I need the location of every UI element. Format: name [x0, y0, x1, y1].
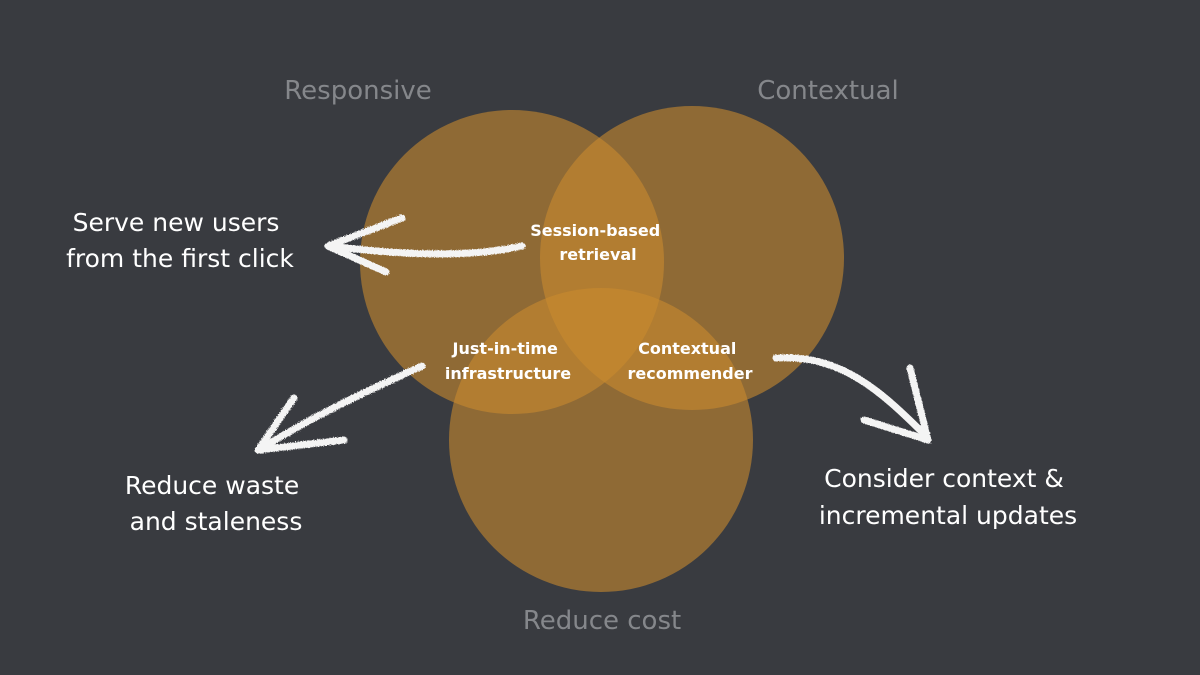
arrow-to-serve-new-users — [324, 214, 526, 276]
label-responsive: Responsive — [284, 76, 431, 106]
outcome-reduce-waste: Reduce waste and staleness — [125, 471, 307, 536]
outcome-serve-new-users: Serve new users from the first click — [66, 208, 294, 273]
arrow-to-reduce-waste — [254, 362, 426, 454]
outcome-consider-context: Consider context & incremental updates — [819, 464, 1077, 530]
label-contextual: Contextual — [757, 76, 899, 106]
overlap-just-in-time: Just-in-time infrastructure — [445, 339, 571, 383]
overlap-contextual-recommender: Contextual recommender — [628, 339, 753, 383]
arrow-to-consider-context — [772, 354, 932, 444]
label-reduce-cost: Reduce cost — [523, 606, 681, 636]
overlap-session-based: Session-based retrieval — [530, 221, 666, 264]
circle-reduce-cost — [449, 288, 753, 592]
